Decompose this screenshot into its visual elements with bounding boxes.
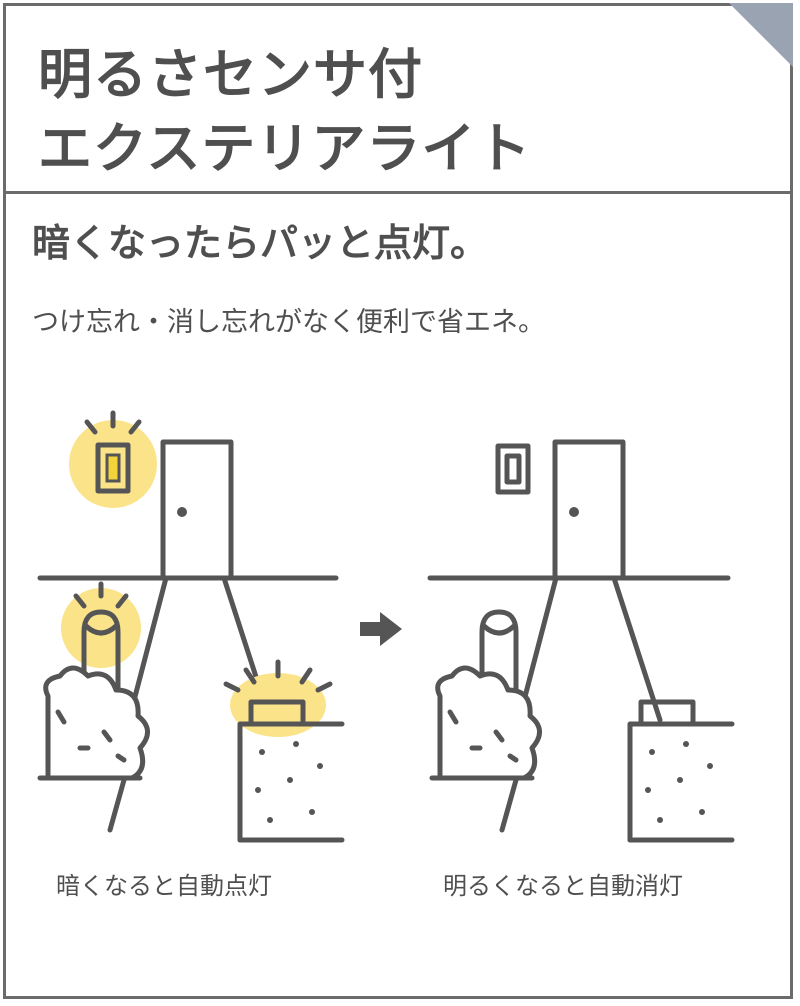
caption-lights-off: 明るくなると自動消灯 bbox=[443, 872, 683, 900]
lights-off-scene bbox=[427, 439, 735, 843]
arrow-right-icon bbox=[360, 612, 402, 646]
corner-fold-icon bbox=[729, 3, 793, 67]
wall-light-icon bbox=[95, 442, 131, 494]
lights-on-scene bbox=[37, 410, 345, 843]
title-line-1: 明るさセンサ付 bbox=[38, 43, 423, 106]
title-area: 明るさセンサ付 エクステリアライト bbox=[6, 3, 793, 194]
door-icon bbox=[160, 439, 234, 581]
headline: 暗くなったらパッと点灯。 bbox=[32, 221, 489, 265]
title-line-2: エクステリアライト bbox=[38, 117, 532, 180]
bush-icon bbox=[43, 665, 150, 781]
subline: つけ忘れ・消し忘れがなく便利で省エネ。 bbox=[32, 307, 545, 338]
caption-lights-on: 暗くなると自動点灯 bbox=[56, 872, 272, 900]
wall-light-rays-icon bbox=[84, 410, 142, 435]
garden-light-icon bbox=[81, 609, 121, 703]
wall-block-icon bbox=[237, 721, 345, 843]
